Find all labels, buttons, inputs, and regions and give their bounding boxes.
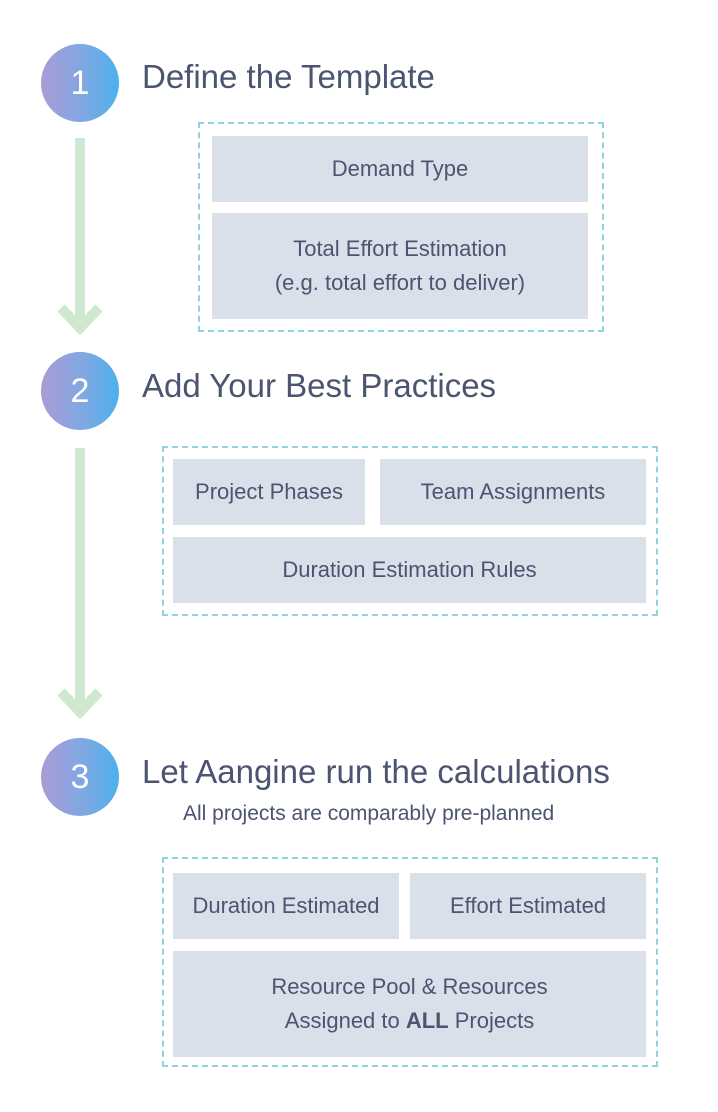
project-phases-box: Project Phases bbox=[173, 459, 365, 525]
step-1-number-circle: 1 bbox=[41, 44, 119, 122]
total-effort-label: Total Effort Estimation bbox=[293, 235, 507, 261]
effort-estimated-label: Effort Estimated bbox=[449, 892, 607, 918]
duration-estimated-box: Duration Estimated bbox=[173, 873, 399, 939]
team-assignments-label: Team Assignments bbox=[420, 478, 606, 504]
total-effort-example: (e.g. total effort to deliver) bbox=[274, 270, 526, 295]
resource-pool-label: Resource Pool & Resources bbox=[271, 973, 548, 999]
demand-type-box: Demand Type bbox=[212, 136, 588, 202]
step-3-subtitle: All projects are comparably pre-planned bbox=[183, 802, 555, 825]
step-1-title: Define the Template bbox=[142, 58, 435, 95]
step-3-number-circle: 3 bbox=[41, 738, 119, 816]
step-2-title: Add Your Best Practices bbox=[142, 367, 497, 404]
resource-assigned-suffix: Projects bbox=[448, 1008, 535, 1033]
down-arrow-2-icon bbox=[57, 448, 103, 720]
duration-estimated-label: Duration Estimated bbox=[192, 892, 380, 918]
project-phases-label: Project Phases bbox=[195, 478, 343, 504]
resource-assigned-prefix: Assigned to bbox=[284, 1008, 406, 1033]
step-3-results-group bbox=[162, 857, 658, 1067]
team-assignments-box: Team Assignments bbox=[380, 459, 646, 525]
resource-pool-box: Resource Pool & Resources Assigned to AL… bbox=[173, 951, 646, 1057]
duration-rules-box: Duration Estimation Rules bbox=[173, 537, 646, 603]
resource-assigned-all: ALL bbox=[405, 1008, 449, 1033]
demand-type-label: Demand Type bbox=[331, 155, 469, 181]
effort-estimated-box: Effort Estimated bbox=[410, 873, 646, 939]
step-1-template-group bbox=[198, 122, 604, 332]
step-3-title: Let Aangine run the calculations bbox=[142, 753, 610, 790]
step-2-practices-group bbox=[162, 446, 658, 616]
duration-rules-label: Duration Estimation Rules bbox=[282, 556, 537, 582]
down-arrow-1-icon bbox=[57, 138, 103, 336]
total-effort-box: Total Effort Estimation (e.g. total effo… bbox=[212, 213, 588, 319]
step-2-number-circle: 2 bbox=[41, 352, 119, 430]
resource-assigned-line: Assigned to ALL Projects bbox=[285, 1004, 534, 1038]
